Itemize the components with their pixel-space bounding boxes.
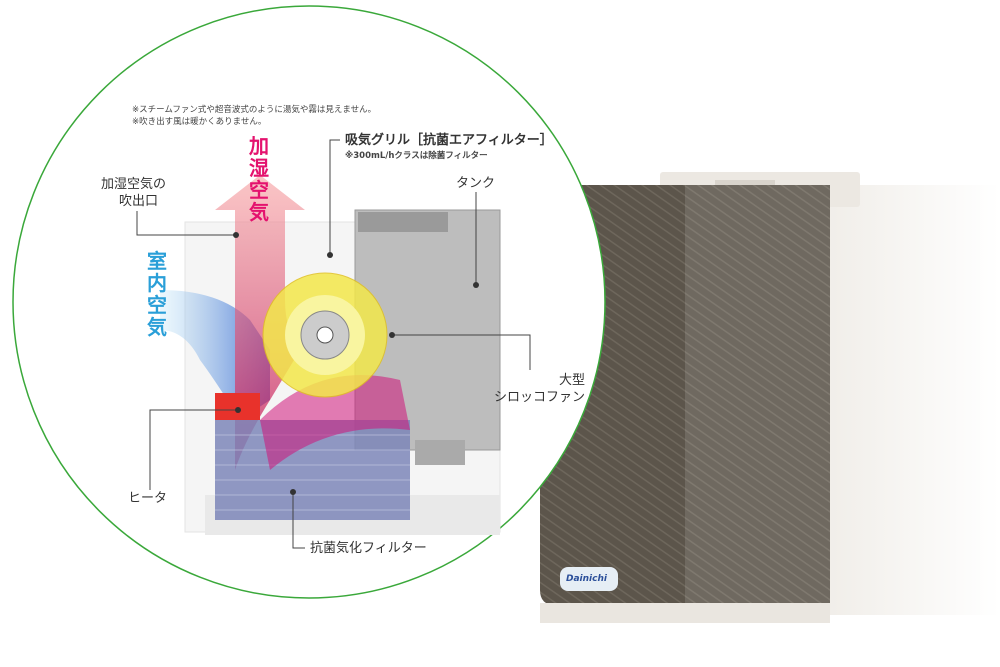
label-filter: 抗菌気化フィルター: [310, 541, 427, 556]
dainichi-logo: [560, 567, 618, 591]
outlet-line-2: 吹出口: [119, 194, 159, 209]
label-room-air: 室内空気: [147, 249, 167, 339]
note-2: ※吹き出す風は暖かくありません。: [132, 117, 267, 127]
label-heater: ヒータ: [128, 491, 168, 506]
outlet-line-1: 加湿空気の: [101, 177, 167, 192]
note-1: ※スチームファン式や超音波式のように湯気や霧は見えません。: [132, 105, 377, 115]
label-outlet: 加湿空気の吹出口: [101, 176, 166, 210]
svg-text:Dainichi: Dainichi: [566, 574, 608, 584]
fan-line-1: 大型: [559, 373, 586, 388]
heater: [215, 393, 260, 420]
label-tank: タンク: [456, 176, 496, 191]
label-fan: 大型シロッコファン: [494, 372, 586, 406]
fan-line-2: シロッコファン: [494, 390, 586, 405]
label-intake-grill-note: ※300mL/hクラスは除菌フィルター: [345, 151, 488, 161]
label-intake-grill: 吸気グリル［抗菌エアフィルター］: [345, 133, 553, 148]
humidifier-product: Dainichi: [540, 172, 1000, 623]
label-humidified-air: 加湿空気: [249, 134, 269, 224]
